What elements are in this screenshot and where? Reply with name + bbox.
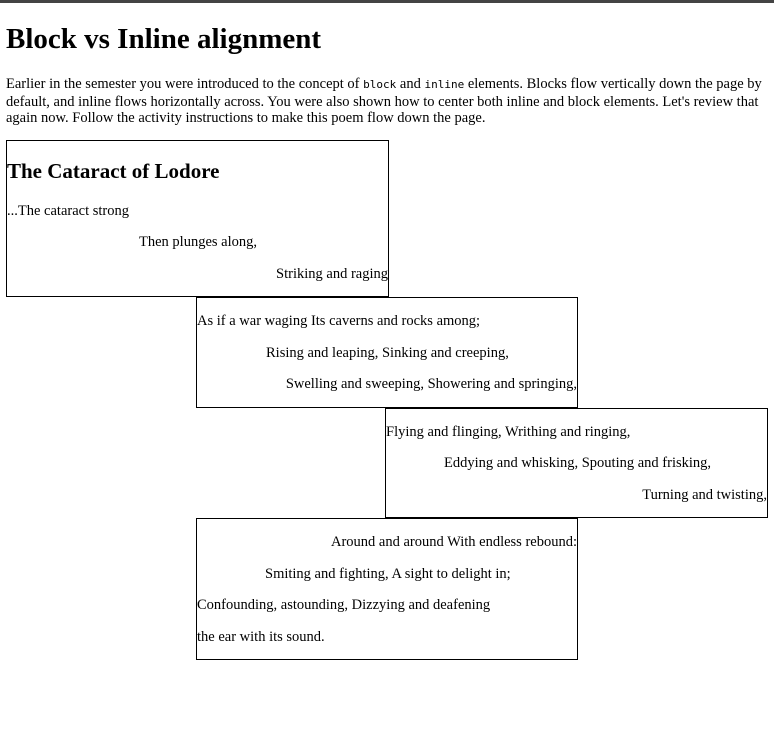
top-border [0,0,774,3]
poem-box-2: As if a war waging Its caverns and rocks… [196,297,578,408]
intro-text-2: and [396,76,425,92]
poem-line: Rising and leaping, Sinking and creeping… [266,345,509,361]
page-title: Block vs Inline alignment [6,23,322,55]
poem-line: Eddying and whisking, Spouting and frisk… [444,455,712,471]
poem-line: Turning and twisting, [642,487,767,503]
poem-title: The Cataract of Lodore [7,159,220,183]
poem-box-4: Around and around With endless rebound: … [196,518,578,660]
poem-line: Then plunges along, [139,234,257,250]
intro-text-1: Earlier in the semester you were introdu… [6,76,364,92]
intro-text-3: elements. Blocks flow vertically down th… [6,76,762,126]
poem-box-3: Flying and flinging, Writhing and ringin… [385,408,768,518]
code-block-term: block [363,78,397,91]
poem-line: Swelling and sweeping, Showering and spr… [285,376,577,392]
poem-line: As if a war waging Its caverns and rocks… [197,313,481,329]
poem-box-1: The Cataract of Lodore ...The cataract s… [6,140,389,297]
poem-line: Striking and raging [276,266,388,282]
poem-line: Smiting and fighting, A sight to delight… [265,566,511,582]
poem-line: ...The cataract strong [7,203,129,219]
code-inline-term: inline [424,78,465,91]
poem-line: the ear with its sound. [197,629,325,645]
intro-paragraph: Earlier in the semester you were introdu… [6,76,762,127]
poem-line: Flying and flinging, Writhing and ringin… [386,424,631,440]
poem-line: Around and around With endless rebound: [330,534,577,550]
poem-line: Confounding, astounding, Dizzying and de… [197,597,491,613]
